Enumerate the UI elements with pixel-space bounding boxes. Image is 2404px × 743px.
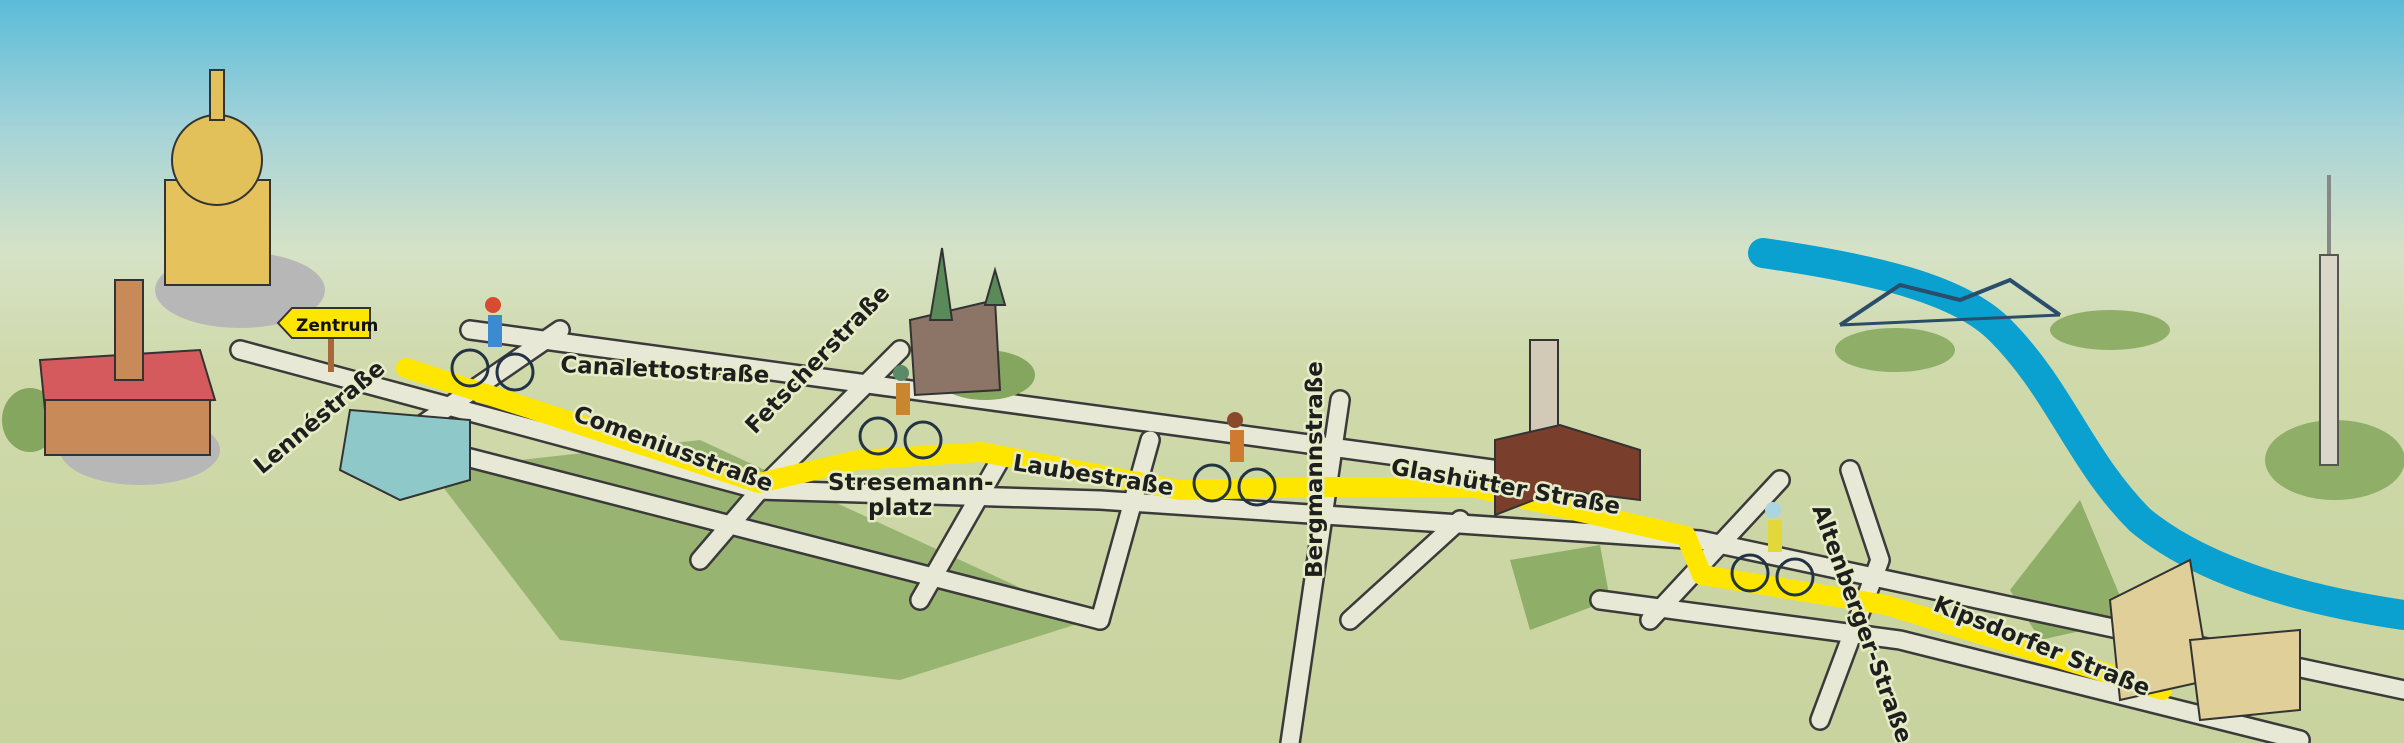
street-label-stresemann-1: Stresemann- <box>828 470 994 496</box>
cyclist-icon <box>450 297 535 392</box>
river <box>1748 238 2404 630</box>
frauenkirche-landmark <box>155 69 325 328</box>
cyclist-icon <box>1192 412 1277 507</box>
tv-tower-landmark <box>2319 175 2339 466</box>
park-area <box>2050 310 2170 350</box>
cyclist-icon <box>858 365 943 460</box>
zentrum-signpost: Zentrum <box>276 307 378 372</box>
street-label-bergmann: Bergmannstraße <box>1302 361 1328 578</box>
modern-building-landmark <box>2108 558 2301 722</box>
church-landmark <box>908 247 1035 400</box>
university-tower-landmark <box>1494 339 1641 517</box>
signpost-label: Zentrum <box>296 316 378 336</box>
street-label-stresemann-2: platz <box>868 495 932 521</box>
park-area <box>1835 328 1955 372</box>
glass-building-landmark <box>338 408 471 502</box>
park-area <box>1510 545 1610 630</box>
cyclist-icons <box>450 297 1815 597</box>
blue-wonder-bridge <box>1838 277 2062 327</box>
cyclist-icon <box>1730 502 1815 597</box>
rathaus-landmark <box>2 279 220 485</box>
